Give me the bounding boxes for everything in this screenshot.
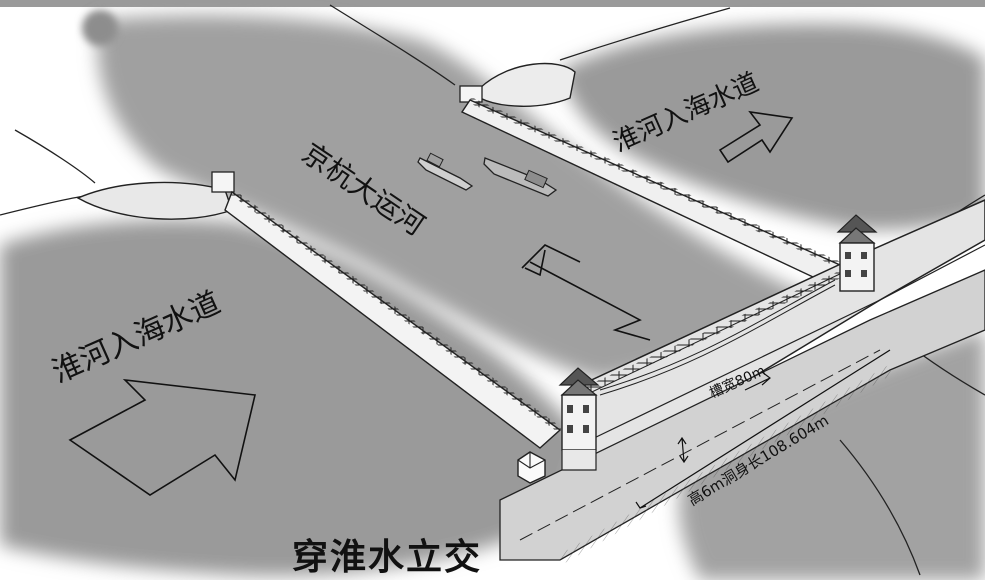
- water-left-huaihe: [0, 219, 585, 576]
- top-border-strip: [0, 0, 985, 7]
- water-right-huaihe: [560, 23, 985, 230]
- arrow-left-huaihe: [68, 378, 256, 496]
- tower-right: [836, 214, 878, 292]
- water-lower-right: [679, 330, 985, 580]
- tower-left: [558, 367, 600, 471]
- boat-small: [417, 152, 474, 191]
- arrow-right-huaihe: [718, 110, 794, 164]
- left-embankment: [76, 171, 235, 220]
- arrow-canal-flow: [521, 244, 651, 341]
- left-deck: [224, 189, 562, 449]
- boat-large: [483, 157, 558, 197]
- dimension-marks: [635, 349, 891, 509]
- culvert-channel: [499, 269, 985, 565]
- right-embankment: [459, 62, 576, 107]
- shadow-spot-topleft: [82, 10, 118, 46]
- diagram-title: 穿淮水立交: [292, 537, 483, 578]
- water-grand-canal: [97, 15, 820, 381]
- small-gatehouse: [517, 451, 546, 484]
